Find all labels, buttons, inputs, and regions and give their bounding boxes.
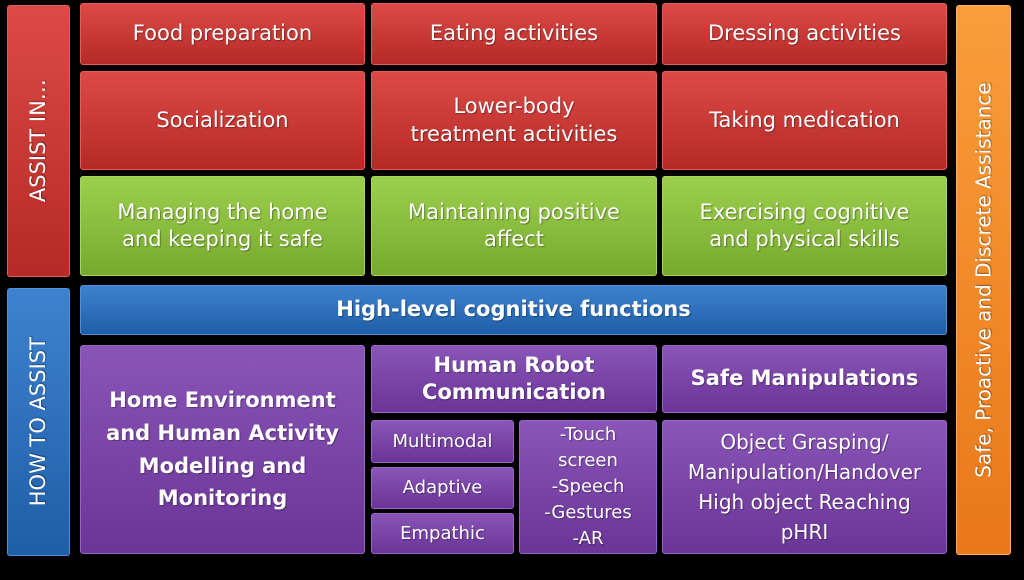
manip-item: pHRI: [780, 520, 829, 544]
manip-item: High object Reaching: [698, 490, 911, 514]
manip-item: Object Grasping/ Manipulation/Handover: [687, 430, 922, 484]
activity-label: Lower-body treatment activities: [410, 94, 618, 146]
hrc-mode-label: Multimodal: [392, 430, 493, 452]
assist-in-label-text: ASSIST IN…: [25, 79, 50, 203]
hrc-channel-item: -AR: [572, 528, 604, 550]
hrc-title-box: Human Robot Communication: [371, 345, 657, 413]
hrc-mode-label: Adaptive: [402, 477, 483, 499]
home-modelling-label: Home Environment and Human Activity Mode…: [106, 388, 339, 511]
activity-label: Exercising cognitive and physical skills: [699, 199, 910, 251]
hrc-mode-adaptive: Adaptive: [371, 467, 514, 509]
activity-cognitive-physical-skills: Exercising cognitive and physical skills: [662, 176, 947, 276]
manip-items-box: Object Grasping/ Manipulation/Handover H…: [662, 420, 947, 554]
banner-label: High-level cognitive functions: [336, 297, 691, 322]
cognitive-functions-banner: High-level cognitive functions: [80, 285, 947, 335]
activity-eating: Eating activities: [371, 3, 657, 65]
activity-label: Socialization: [156, 107, 289, 132]
home-modelling-box: Home Environment and Human Activity Mode…: [80, 345, 365, 554]
activity-label: Food preparation: [132, 21, 313, 46]
manip-title: Safe Manipulations: [690, 366, 919, 391]
activity-label: Maintaining positive affect: [408, 199, 620, 251]
assistance-label-text: Safe, Proactive and Discrete Assistance: [971, 82, 996, 478]
activity-label: Taking medication: [709, 107, 900, 132]
hrc-channel-item: -Gestures: [544, 502, 632, 524]
activity-label: Eating activities: [429, 21, 599, 46]
hrc-channel-item: -Touch screen: [558, 423, 618, 471]
hrc-channels-box: -Touch screen -Speech -Gestures -AR: [519, 420, 657, 554]
assistance-label: Safe, Proactive and Discrete Assistance: [956, 5, 1011, 555]
activity-taking-medication: Taking medication: [662, 71, 947, 170]
hrc-title: Human Robot Communication: [422, 352, 606, 404]
how-to-assist-label: HOW TO ASSIST: [7, 288, 70, 556]
activity-label: Dressing activities: [708, 21, 901, 46]
hrc-mode-multimodal: Multimodal: [371, 420, 514, 463]
activity-socialization: Socialization: [80, 71, 365, 170]
hrc-channel-item: -Speech: [551, 475, 625, 497]
activity-food-preparation: Food preparation: [80, 3, 365, 65]
hrc-mode-empathic: Empathic: [371, 513, 514, 554]
activity-lower-body-treatment: Lower-body treatment activities: [371, 71, 657, 170]
manip-title-box: Safe Manipulations: [662, 345, 947, 413]
activity-dressing: Dressing activities: [662, 3, 947, 65]
activity-label: Managing the home and keeping it safe: [117, 199, 328, 251]
hrc-mode-label: Empathic: [400, 522, 485, 544]
how-to-assist-label-text: HOW TO ASSIST: [25, 337, 50, 507]
activity-managing-home: Managing the home and keeping it safe: [80, 176, 365, 276]
assist-in-label: ASSIST IN…: [7, 5, 70, 277]
activity-positive-affect: Maintaining positive affect: [371, 176, 657, 276]
